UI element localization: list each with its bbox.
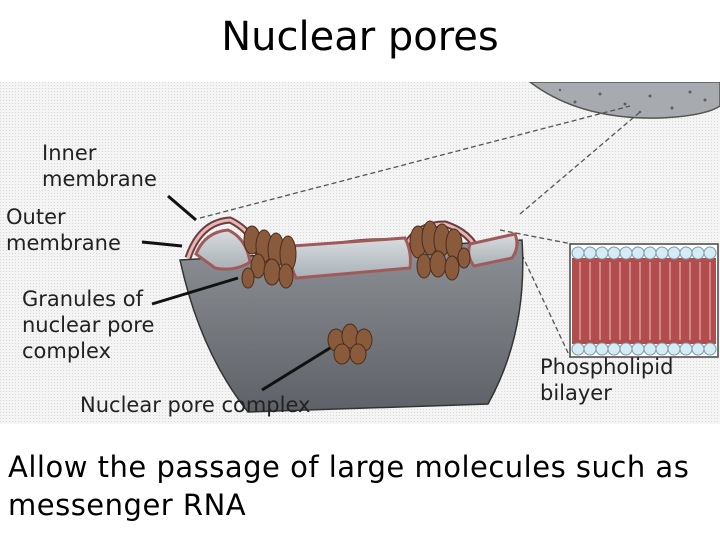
pore-granules-left: [241, 225, 297, 289]
label-granules: Granules of nuclear pore complex: [22, 287, 161, 363]
pore-granules-bottom: [327, 323, 373, 365]
slide-title: Nuclear pores: [221, 14, 499, 60]
caption: Allow the passage of large molecules suc…: [8, 448, 708, 524]
label-pore-complex: Nuclear pore complex: [80, 393, 310, 417]
label-inner-membrane: Inner membrane: [42, 141, 157, 191]
phospholipid-bilayer-inset: [569, 243, 719, 358]
leader-outer-membrane: [141, 240, 183, 248]
pore-granules-right: [409, 220, 471, 281]
label-outer-membrane: Outer membrane: [6, 205, 121, 255]
leader-pore-complex: [261, 346, 331, 392]
label-phospholipid: Phospholipid bilayer: [540, 355, 680, 405]
nuclear-pore-diagram: Inner membrane Outer membrane Granules o…: [0, 82, 720, 424]
leader-inner-membrane: [167, 194, 197, 222]
caption-line-2: messenger RNA: [8, 488, 247, 522]
perinuclear-space-left: [194, 228, 252, 271]
caption-line-1: Allow the passage of large molecules suc…: [8, 450, 690, 484]
leader-granules: [151, 276, 239, 306]
